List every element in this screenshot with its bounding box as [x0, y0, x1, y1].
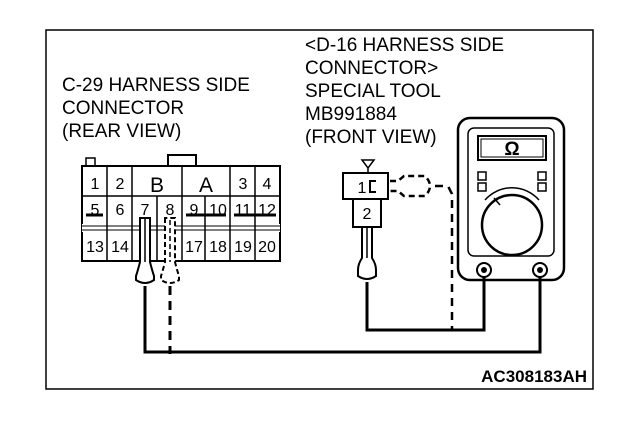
- meter-dial: [480, 193, 544, 257]
- d16-connector: 1 2: [342, 159, 454, 330]
- figure-code: AC308183AH: [481, 367, 587, 386]
- c29-pin-2: 2: [116, 176, 125, 193]
- d16-label-line4: MB991884: [305, 104, 397, 125]
- figure-frame: [45, 29, 594, 390]
- c29-test-probes: [135, 217, 180, 284]
- c29-pin-B: B: [150, 174, 164, 197]
- c29-pin-6: 6: [116, 202, 125, 219]
- c29-pin-8: 8: [166, 202, 175, 219]
- c29-pin-20: 20: [258, 239, 276, 256]
- ohm-symbol: Ω: [504, 139, 519, 160]
- ohmmeter: Ω: [456, 116, 566, 282]
- c29-pin-10: 10: [209, 202, 227, 219]
- c29-pin-4: 4: [263, 176, 272, 193]
- d16-label-line5: (FRONT VIEW): [305, 127, 437, 148]
- c29-pin-17: 17: [185, 239, 203, 256]
- c29-label-line2: CONNECTOR: [62, 98, 184, 119]
- c29-pin-1: 1: [91, 176, 100, 193]
- c29-pin-9: 9: [190, 202, 199, 219]
- d16-pin-1: 1: [358, 180, 367, 197]
- c29-pin-A: A: [199, 174, 213, 197]
- c29-pin-14: 14: [111, 239, 129, 256]
- c29-pin-5: 5: [91, 202, 100, 219]
- c29-pin-7: 7: [141, 202, 150, 219]
- c29-label-line3: (REAR VIEW): [62, 121, 181, 142]
- c29-pin-19: 19: [234, 239, 252, 256]
- d16-label-line2: CONNECTOR>: [305, 58, 438, 79]
- c29-pin-13: 13: [86, 239, 104, 256]
- c29-label-line1: C-29 HARNESS SIDE: [62, 75, 250, 96]
- c29-pin-11: 11: [235, 202, 252, 219]
- d16-pin-2: 2: [363, 206, 372, 223]
- test-leads: [143, 277, 542, 354]
- c29-pin-3: 3: [239, 176, 248, 193]
- c29-connector: 1 2 B A 3 4 5 6 7 8 9 10 11 12 13 14 17 …: [81, 154, 281, 262]
- d16-label-line3: SPECIAL TOOL: [305, 81, 441, 102]
- d16-label-line1: <D-16 HARNESS SIDE: [305, 35, 504, 56]
- c29-pin-18: 18: [209, 239, 227, 256]
- c29-pin-12: 12: [258, 202, 276, 219]
